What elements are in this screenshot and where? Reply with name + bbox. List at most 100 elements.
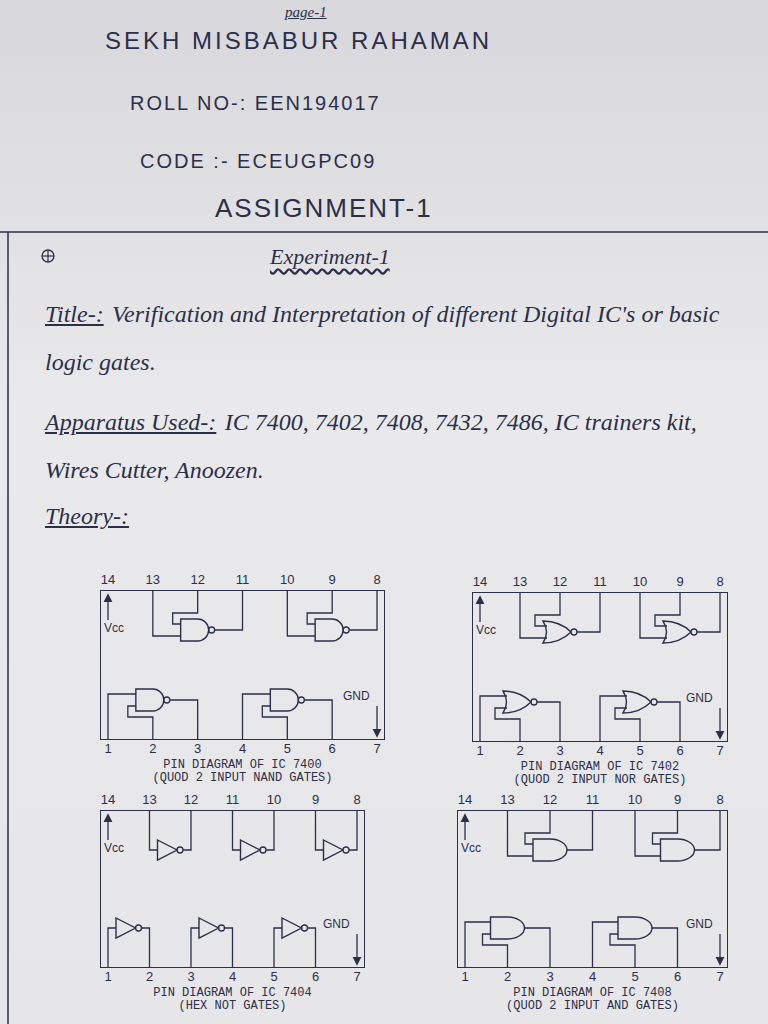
diagram-caption: (HEX NOT GATES) <box>178 1000 286 1013</box>
title-paragraph: Title-:Verification and Interpretation o… <box>45 290 745 386</box>
supply-label: Vcc <box>104 622 124 635</box>
apparatus-paragraph: Apparatus Used-:IC 7400, 7402, 7408, 743… <box>45 398 745 494</box>
gate-wire <box>697 592 720 632</box>
pin-number: 2 <box>504 970 511 984</box>
gate-wire <box>525 928 551 968</box>
page-rule <box>0 231 768 233</box>
pin-number: 11 <box>586 793 600 807</box>
pin-number: 1 <box>476 744 483 758</box>
gate-wire <box>150 810 158 850</box>
ground-label: GND <box>323 918 350 931</box>
gate-wire <box>191 928 199 968</box>
gate-wire <box>142 928 150 968</box>
gate-wire <box>266 810 274 850</box>
gate-wire <box>183 810 191 850</box>
inversion-bubble <box>260 847 266 853</box>
gate-wire <box>349 810 357 850</box>
gate-symbol <box>282 918 302 938</box>
diagram-caption: (QUOD 2 INPUT NAND GATES) <box>152 772 332 785</box>
inversion-bubble <box>691 629 697 635</box>
gate-wire <box>525 810 550 844</box>
roll-number: ROLL NO-: EEN194017 <box>130 92 381 114</box>
gate-wire <box>653 810 678 844</box>
pin-number: 6 <box>676 744 683 758</box>
ground-arrow <box>719 934 720 964</box>
pin-number: 9 <box>312 793 319 807</box>
pin-number: 14 <box>101 793 115 807</box>
gate-wire <box>108 928 116 968</box>
gate-wire <box>225 928 233 968</box>
gate-wire <box>610 934 635 968</box>
pin-number: 12 <box>543 793 557 807</box>
pin-number: 8 <box>716 575 723 589</box>
pin-number: 8 <box>353 793 360 807</box>
gate-wire <box>567 810 593 850</box>
pin-number: 9 <box>674 793 681 807</box>
inversion-bubble <box>209 627 215 633</box>
inversion-bubble <box>651 699 657 705</box>
pin-number: 5 <box>270 970 277 984</box>
gate-symbol <box>199 918 219 938</box>
pin-number: 12 <box>190 573 204 587</box>
pin-number: 9 <box>676 575 683 589</box>
gate-wire <box>308 928 316 968</box>
pin-number: 4 <box>589 970 596 984</box>
diagram-caption: PIN DIAGRAM OF IC 7402 <box>521 761 679 774</box>
pin-number: 10 <box>280 573 294 587</box>
gate-symbol <box>663 621 691 643</box>
pin-number: 3 <box>556 744 563 758</box>
pin-number: 1 <box>104 742 111 756</box>
gate-wire <box>537 702 560 742</box>
experiment-title: Experiment-1 <box>270 244 390 270</box>
supply-arrow <box>107 595 108 620</box>
gate-symbol <box>158 840 178 860</box>
pin-number: 8 <box>716 793 723 807</box>
pin-number: 12 <box>184 793 198 807</box>
gate-symbol <box>116 918 136 938</box>
inversion-bubble <box>177 847 183 853</box>
gate-wire <box>655 592 680 626</box>
pin-number: 5 <box>636 744 643 758</box>
inversion-bubble <box>531 699 537 705</box>
gate-symbol <box>618 917 652 939</box>
pin-number: 6 <box>674 970 681 984</box>
ic-package: PIN DIAGRAM OF IC 7408(QUOD 2 INPUT AND … <box>457 810 728 968</box>
gate-symbol <box>543 621 571 643</box>
inversion-bubble <box>298 697 304 703</box>
gate-wire <box>615 708 640 742</box>
student-name: SEKH MISBABUR RAHAMAN <box>105 28 492 54</box>
pin-number: 13 <box>146 573 160 587</box>
pin-number: 1 <box>104 970 111 984</box>
inversion-bubble <box>302 925 308 931</box>
supply-arrow <box>107 815 108 840</box>
gate-symbol <box>491 917 525 939</box>
gate-symbol <box>661 839 695 861</box>
supply-arrow <box>464 815 465 840</box>
pin-number: 13 <box>513 575 527 589</box>
supply-label: Vcc <box>461 842 481 855</box>
pin-number: 6 <box>329 742 336 756</box>
gate-wire <box>304 700 332 740</box>
pin-number: 4 <box>229 970 236 984</box>
pin-number: 11 <box>236 573 250 587</box>
gate-symbol <box>324 840 344 860</box>
section-heading: Theory-: <box>45 503 129 529</box>
gate-symbol <box>503 691 531 713</box>
supply-label: Vcc <box>476 624 496 637</box>
pin-number: 5 <box>631 970 638 984</box>
gate-wire <box>495 708 520 742</box>
gate-symbol <box>315 619 343 641</box>
pin-number: 13 <box>142 793 156 807</box>
section-heading: Title-: <box>45 301 104 327</box>
ground-arrow <box>356 934 357 964</box>
pin-number: 5 <box>284 742 291 756</box>
pin-number: 7 <box>353 970 360 984</box>
ground-label: GND <box>686 692 713 705</box>
title-text: Verification and Interpretation of diffe… <box>45 301 719 375</box>
pin-number: 11 <box>593 575 607 589</box>
pin-number: 13 <box>500 793 514 807</box>
pin-number: 7 <box>373 742 380 756</box>
inversion-bubble <box>343 847 349 853</box>
diagram-caption: PIN DIAGRAM OF IC 7400 <box>163 759 321 772</box>
gate-symbol <box>623 691 651 713</box>
